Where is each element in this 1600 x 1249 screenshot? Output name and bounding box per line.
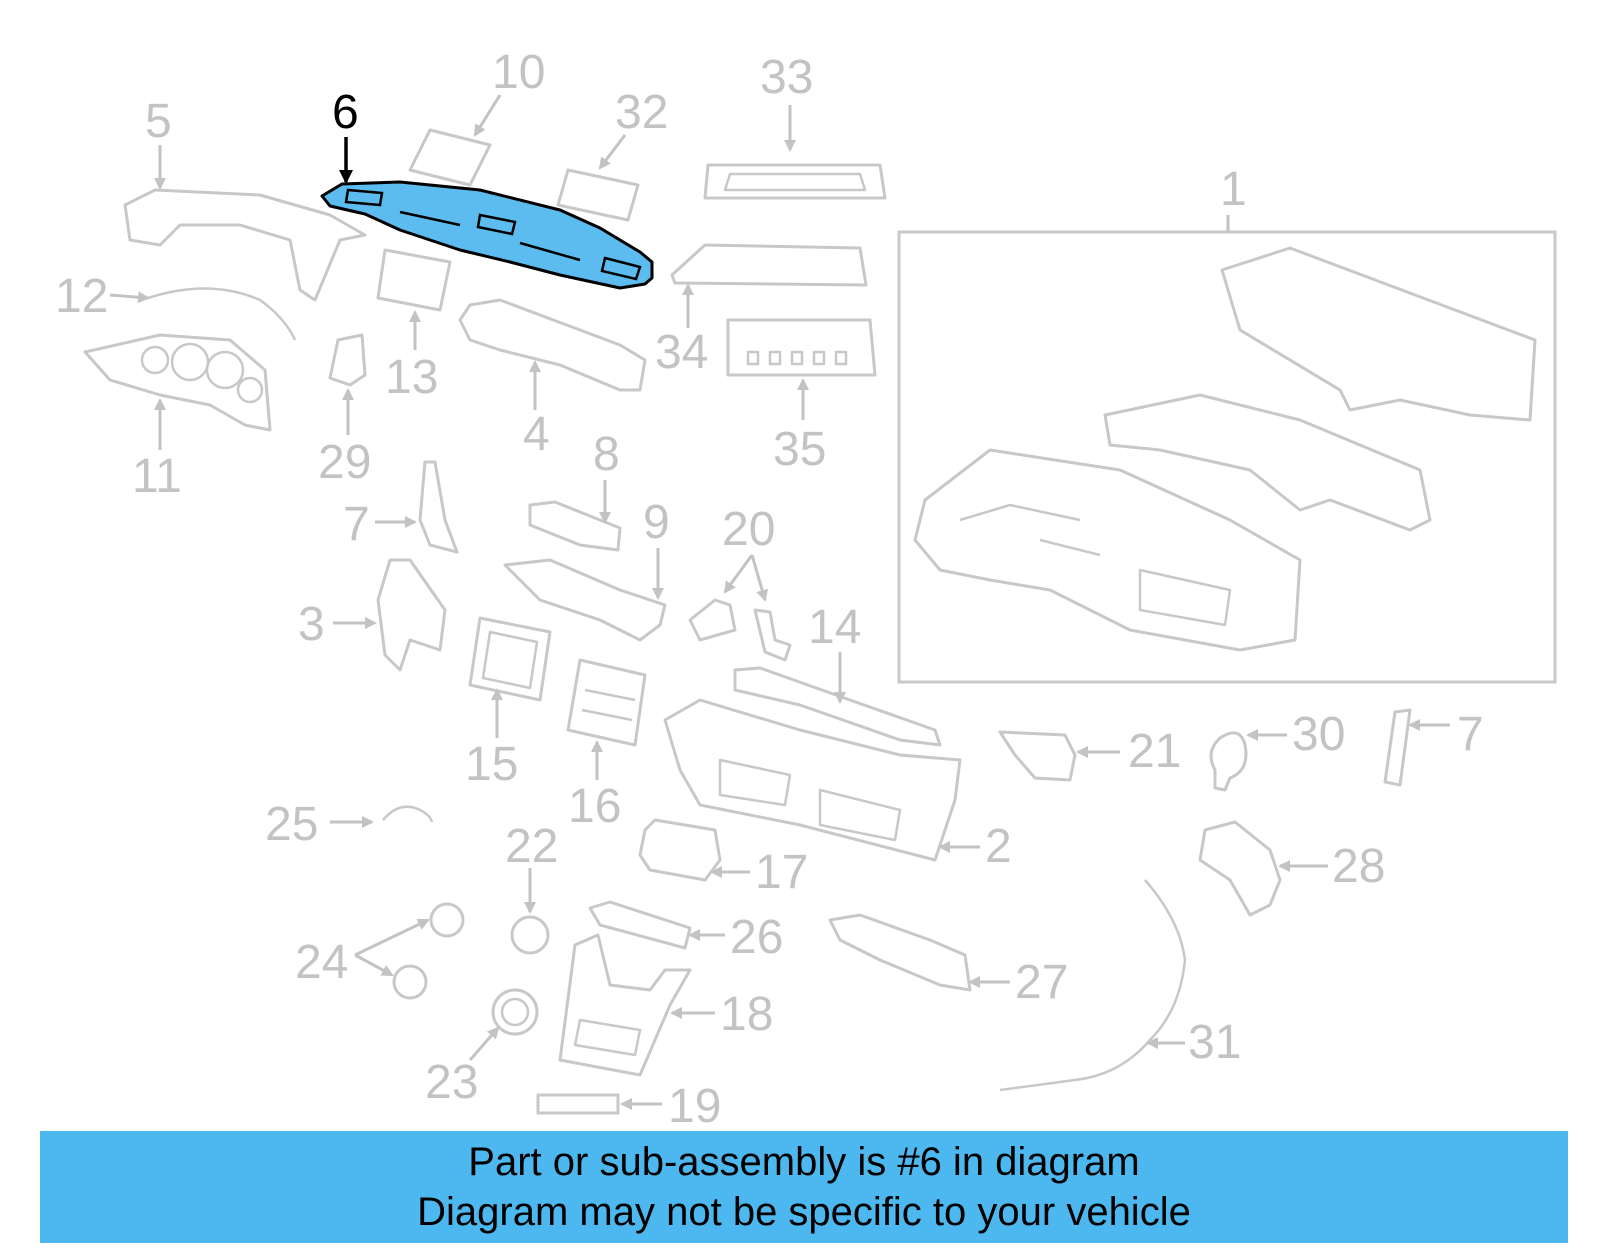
callout-12: 12 [55,270,108,323]
part-27 [828,913,972,992]
callout-4: 4 [523,408,550,461]
callout-15: 15 [465,738,518,791]
part-6-vent-slot-b [476,213,517,236]
callout-32: 32 [615,86,668,139]
callout-9: 9 [643,496,670,549]
part-11-gauge-d [236,376,264,404]
part-7-right [1383,708,1412,787]
part-6-vent-slot-c [600,256,642,281]
callout-19: 19 [668,1080,721,1133]
callout-10: 10 [492,46,545,99]
part-21 [998,730,1077,782]
part-25 [382,805,434,823]
callout-14: 14 [808,601,861,654]
part-15 [468,616,552,702]
part-6-highlighted[interactable] [320,180,654,290]
part-10 [408,128,492,187]
callout-5: 5 [145,95,172,148]
part-9 [503,558,667,642]
part-29 [328,333,367,387]
callout-33: 33 [760,51,813,104]
part-7-left [418,460,459,554]
callout-27: 27 [1015,956,1068,1009]
callout-20: 20 [722,503,775,556]
part-18 [558,933,692,1077]
part-6-ridge [399,210,581,262]
part-18-detail [573,1018,642,1057]
callout-24: 24 [295,936,348,989]
part-15-inner [481,630,539,690]
part-8 [528,500,622,552]
callout-3: 3 [298,598,325,651]
part-1-assembly [897,230,1557,684]
part-20 [688,598,792,662]
part-22 [510,915,550,955]
part-31 [999,879,1187,1092]
callout-7-right: 7 [1457,708,1484,761]
part-17 [638,818,722,882]
callout-30: 30 [1292,708,1345,761]
part-12 [147,287,297,341]
callout-18: 18 [720,988,773,1041]
part-2-detail [718,758,902,842]
part-34 [670,243,868,287]
part-26 [588,900,692,950]
part-23 [491,988,539,1036]
leader-arrows [109,94,1450,1110]
part-11-gauge-c [205,350,245,390]
part-11 [83,333,272,432]
part-30 [1209,731,1248,792]
banner-line-disclaimer: Diagram may not be specific to your vehi… [417,1190,1191,1234]
part-35-buttons [746,350,848,366]
callout-35: 35 [773,423,826,476]
callout-28: 28 [1332,840,1385,893]
part-13 [376,248,452,312]
part-33 [703,163,887,200]
part-32 [556,168,640,222]
callout-7-left: 7 [343,498,370,551]
part-28 [1198,820,1282,917]
callout-29: 29 [318,436,371,489]
part-16 [566,658,647,747]
callout-16: 16 [568,780,621,833]
callout-6: 6 [332,86,359,139]
callout-22: 22 [505,820,558,873]
callout-31: 31 [1188,1016,1241,1069]
part-3 [376,558,447,672]
callout-2: 2 [985,820,1012,873]
callout-17: 17 [755,846,808,899]
banner-line-part: Part or sub-assembly is #6 in diagram [468,1140,1140,1184]
part-4 [458,298,647,392]
info-banner: Part or sub-assembly is #6 in diagram Di… [40,1131,1568,1243]
part-6-vent-slot-a [344,188,384,207]
part-11-gauge-a [140,345,170,375]
callout-34: 34 [655,326,708,379]
callout-23: 23 [425,1056,478,1109]
part-33-inner [723,172,867,192]
part-5 [123,188,367,302]
callout-21: 21 [1128,725,1181,778]
part-14 [733,666,942,747]
part-23-inner [500,997,530,1027]
callout-26: 26 [730,911,783,964]
part-2 [663,698,962,862]
callout-8: 8 [593,428,620,481]
part-24-b [392,964,428,1000]
callout-1: 1 [1220,163,1247,216]
part-24-a [429,902,465,938]
callout-11: 11 [132,450,182,503]
callout-25: 25 [265,798,318,851]
part-16-slots [581,688,636,722]
callout-13: 13 [385,351,438,404]
part-35 [726,318,877,377]
part-19 [536,1093,620,1115]
